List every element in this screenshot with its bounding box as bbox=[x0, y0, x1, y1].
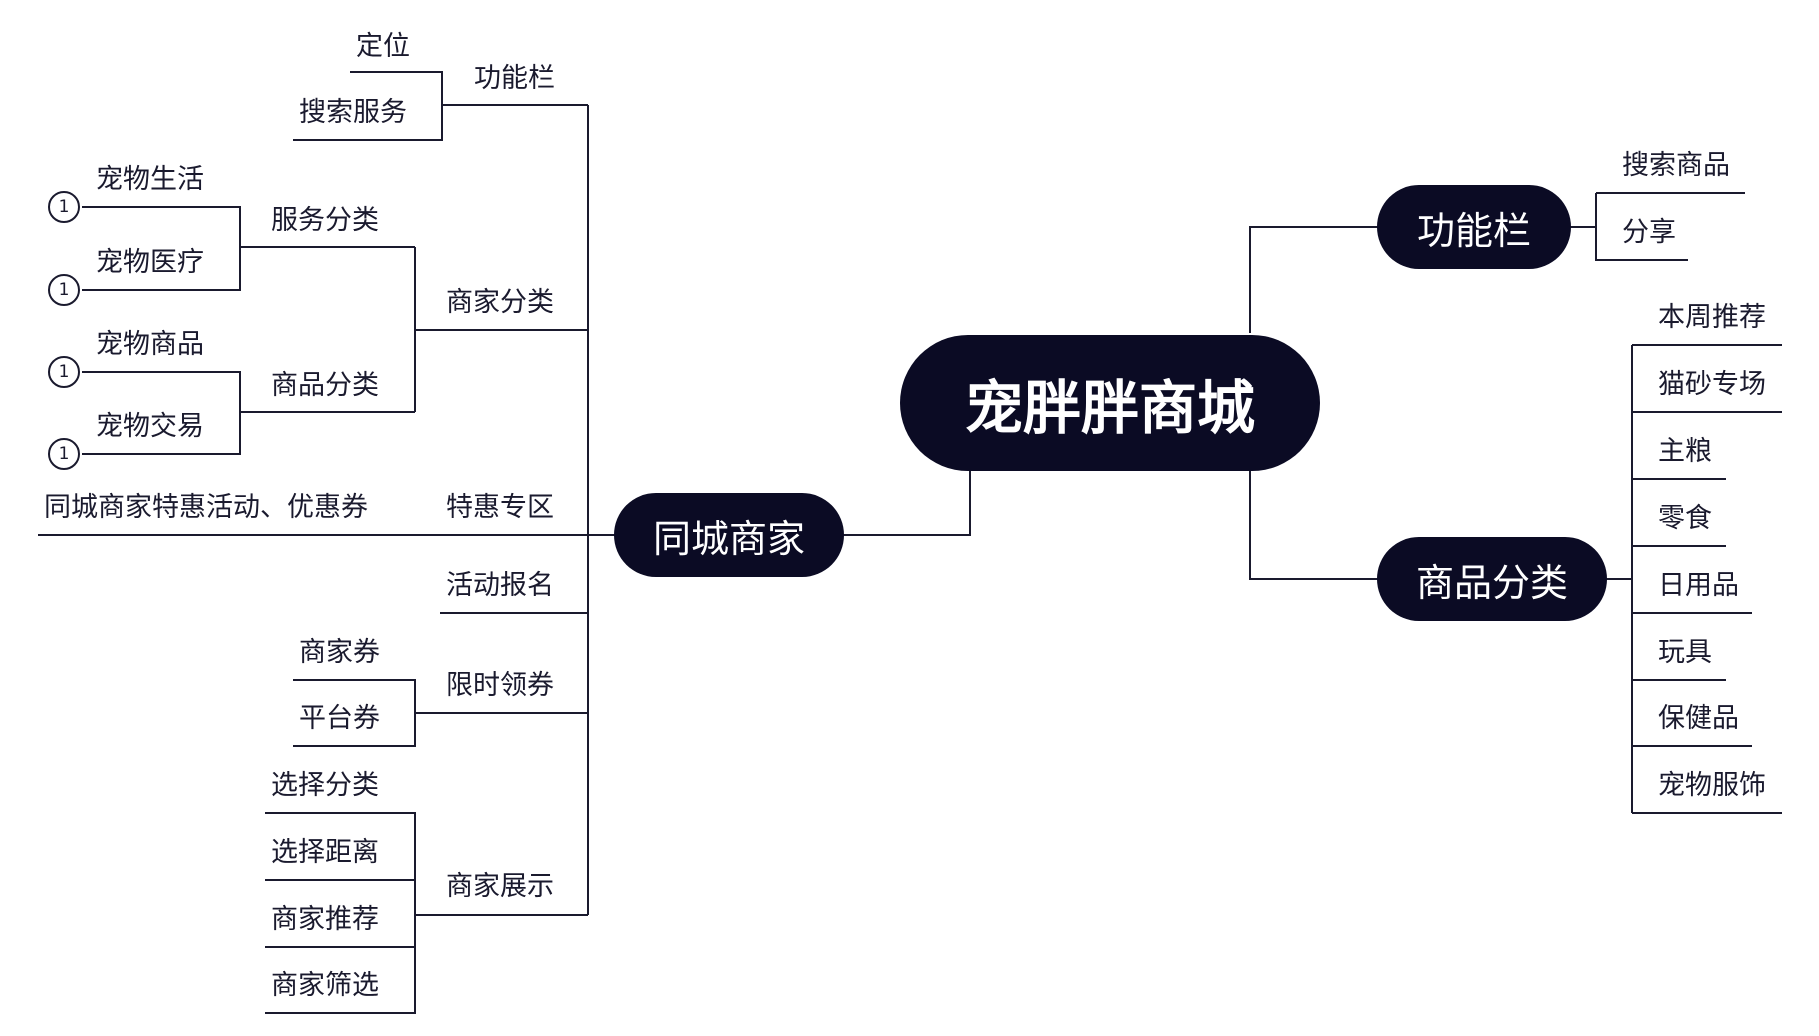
node-daily-goods[interactable]: 日用品 bbox=[1658, 570, 1739, 601]
node-right-function-bar[interactable]: 功能栏 bbox=[1377, 185, 1571, 269]
node-cat-litter[interactable]: 猫砂专场 bbox=[1658, 369, 1766, 400]
node-select-category[interactable]: 选择分类 bbox=[271, 770, 379, 801]
node-merchant-filter[interactable]: 商家筛选 bbox=[271, 970, 379, 1001]
node-merchant-coupon[interactable]: 商家券 bbox=[299, 637, 380, 668]
node-snacks[interactable]: 零食 bbox=[1658, 503, 1712, 534]
connector-coupon-children bbox=[293, 679, 416, 747]
node-pet-goods[interactable]: 宠物商品 bbox=[96, 329, 204, 360]
connector-goods-children bbox=[82, 371, 241, 455]
node-health-products[interactable]: 保健品 bbox=[1658, 703, 1739, 734]
node-pet-apparel[interactable]: 宠物服饰 bbox=[1658, 770, 1766, 801]
connector-root-func bbox=[1249, 226, 1378, 333]
node-special-note[interactable]: 同城商家特惠活动、优惠券 bbox=[44, 492, 368, 523]
marker-icon[interactable]: 1 bbox=[48, 356, 80, 388]
node-platform-coupon[interactable]: 平台券 bbox=[299, 703, 380, 734]
node-select-distance[interactable]: 选择距离 bbox=[271, 837, 379, 868]
root-node[interactable]: 宠胖胖商城 bbox=[900, 335, 1320, 471]
connector-service-children bbox=[82, 206, 241, 291]
node-right-goods-category[interactable]: 商品分类 bbox=[1377, 537, 1607, 621]
node-function-bar[interactable]: 功能栏 bbox=[474, 63, 555, 94]
node-local-merchants[interactable]: 同城商家 bbox=[614, 493, 844, 577]
connector-root-goods bbox=[1249, 468, 1378, 580]
marker-icon[interactable]: 1 bbox=[48, 191, 80, 223]
node-pet-life[interactable]: 宠物生活 bbox=[96, 164, 204, 195]
node-service-category[interactable]: 服务分类 bbox=[271, 205, 379, 236]
node-merchant-category[interactable]: 商家分类 bbox=[446, 287, 554, 318]
node-pet-medical[interactable]: 宠物医疗 bbox=[96, 247, 204, 278]
node-merchant-recommend[interactable]: 商家推荐 bbox=[271, 904, 379, 935]
node-merchant-display[interactable]: 商家展示 bbox=[446, 871, 554, 902]
node-location[interactable]: 定位 bbox=[356, 31, 410, 62]
connector-display-frame bbox=[265, 812, 416, 1014]
node-search-service[interactable]: 搜索服务 bbox=[299, 97, 407, 128]
node-weekly-recommend[interactable]: 本周推荐 bbox=[1658, 302, 1766, 333]
connector-right-func-children bbox=[1595, 193, 1688, 261]
node-share[interactable]: 分享 bbox=[1622, 217, 1676, 248]
node-staple-food[interactable]: 主粮 bbox=[1658, 436, 1712, 467]
node-coupon[interactable]: 限时领券 bbox=[446, 670, 554, 701]
marker-icon[interactable]: 1 bbox=[48, 438, 80, 470]
marker-icon[interactable]: 1 bbox=[48, 274, 80, 306]
node-special-zone[interactable]: 特惠专区 bbox=[446, 492, 554, 523]
node-goods-category[interactable]: 商品分类 bbox=[271, 370, 379, 401]
node-toys[interactable]: 玩具 bbox=[1658, 637, 1712, 668]
connector-root-left bbox=[840, 468, 971, 536]
node-search-goods[interactable]: 搜索商品 bbox=[1622, 150, 1730, 181]
node-pet-trade[interactable]: 宠物交易 bbox=[96, 411, 204, 442]
node-event-signup[interactable]: 活动报名 bbox=[446, 570, 554, 601]
